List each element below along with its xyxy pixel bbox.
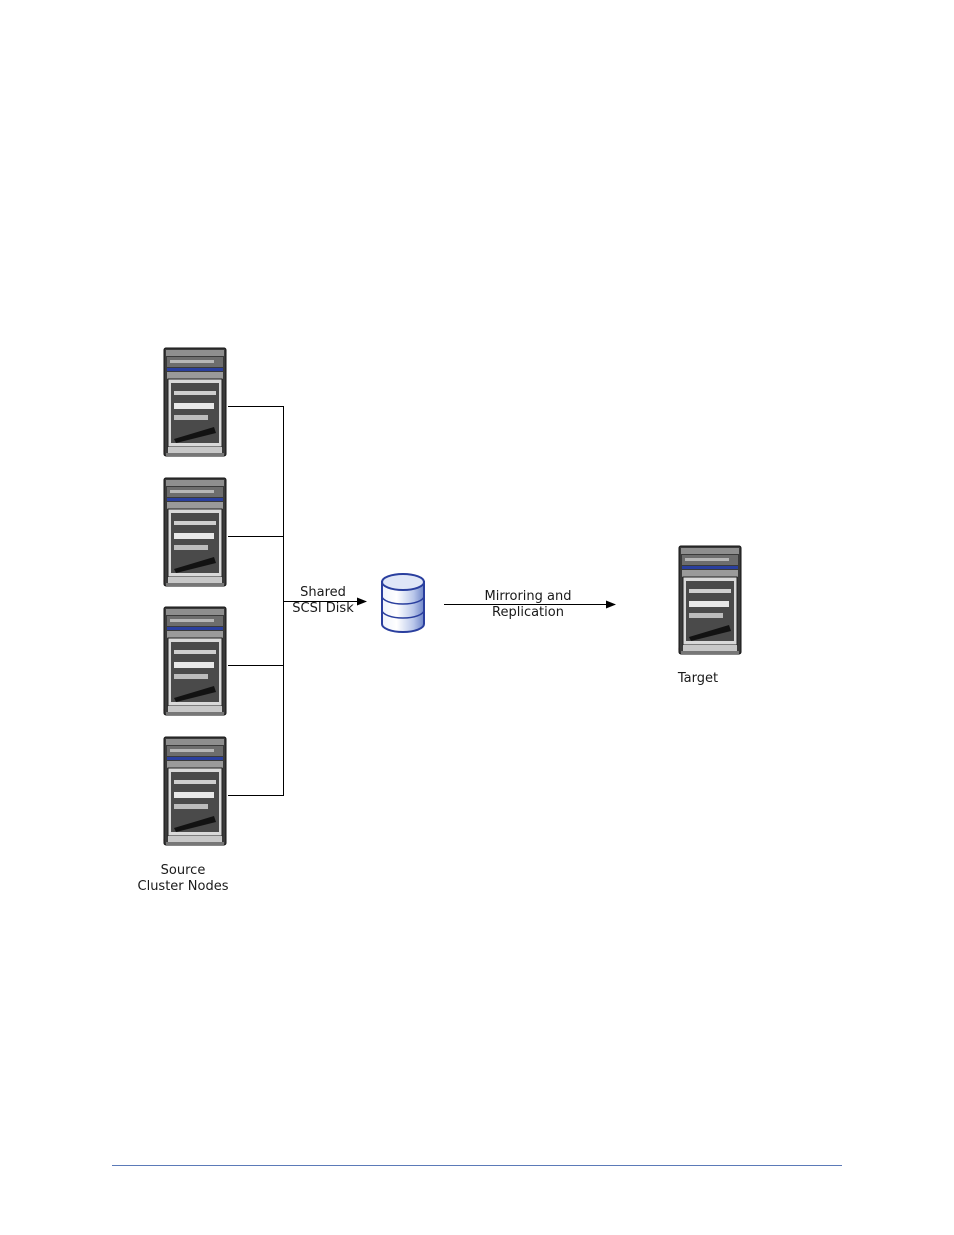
mirroring-label: Mirroring and Replication: [470, 589, 586, 621]
target-label: Target: [666, 671, 730, 687]
source-server-3: [163, 607, 226, 715]
shared-disk-label-line1: Shared: [284, 585, 362, 601]
database-cylinder-icon: [382, 574, 424, 632]
mirroring-label-line2: Replication: [470, 605, 586, 621]
target-server: [678, 546, 741, 654]
mirroring-label-line1: Mirroring and: [470, 589, 586, 605]
source-server-2: [163, 478, 226, 586]
source-nodes-label: Source Cluster Nodes: [128, 863, 238, 895]
shared-disk-label: Shared SCSI Disk: [284, 585, 362, 617]
source-server-4: [163, 737, 226, 845]
source-server-1: [163, 348, 226, 456]
source-nodes-label-line2: Cluster Nodes: [128, 879, 238, 895]
source-nodes-label-line1: Source: [128, 863, 238, 879]
cluster-connector: [228, 406, 284, 796]
footer-rule: [112, 1165, 842, 1166]
shared-disk-label-line2: SCSI Disk: [284, 601, 362, 617]
